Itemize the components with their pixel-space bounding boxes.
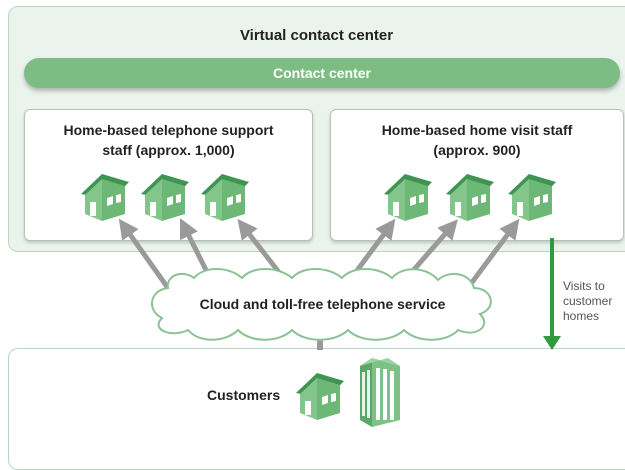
customers-label: Customers (207, 387, 281, 403)
visits-label-line3: homes (563, 309, 600, 323)
house-icon (446, 174, 494, 221)
home-visit-title: Home-based home visit staff (approx. 900… (335, 120, 619, 160)
house-icon (141, 174, 189, 221)
customer-house-icon (296, 373, 344, 420)
house-icon (508, 174, 556, 221)
visits-label-line2: customer (563, 294, 613, 308)
office-building-icon (360, 358, 400, 427)
visits-label: Visits to customer homes (563, 279, 612, 324)
diagram-graphics (81, 174, 561, 427)
house-icon (384, 174, 432, 221)
contact-center-label: Contact center (272, 65, 372, 81)
cloud-shape (151, 268, 492, 341)
virtual-contact-center-title: Virtual contact center (239, 27, 394, 44)
telephone-support-title: Home-based telephone support staff (appr… (29, 120, 308, 160)
home-visit-title-line2: (approx. 900) (433, 142, 521, 158)
cloud-service-label: Cloud and toll-free telephone service (199, 296, 446, 312)
visits-label-line1: Visits to (563, 279, 605, 293)
contact-center-bar: Contact center (24, 58, 620, 88)
telephone-support-title-line2: staff (approx. 1,000) (102, 142, 235, 158)
telephone-support-title-line1: Home-based telephone support (63, 122, 274, 138)
home-visit-title-line1: Home-based home visit staff (381, 122, 573, 138)
house-icon (201, 174, 249, 221)
house-icon (81, 174, 129, 221)
visit-arrowhead (543, 336, 561, 350)
